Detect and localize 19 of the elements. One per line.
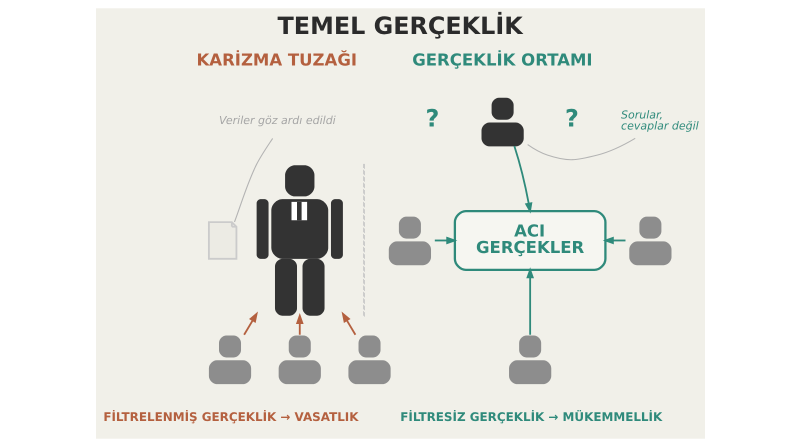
- label: FİLTRELENMİŞ GERÇEKLİK → VASATLIK: [102, 410, 358, 424]
- node-text: Veriler göz ardı edildi: [218, 114, 336, 128]
- node-text: Sorular, cevaplar değil: [620, 108, 698, 133]
- diagram-title: TEMEL GERÇEKLİK: [277, 12, 522, 40]
- connector: [526, 138, 635, 160]
- arrow: [602, 236, 625, 244]
- arrow: [434, 236, 457, 244]
- arrow: [526, 267, 534, 335]
- arrow: [242, 312, 258, 336]
- connector: [233, 138, 273, 222]
- arrow: [341, 312, 356, 336]
- node-label: ?: [425, 104, 439, 132]
- label: GERÇEKLİK ORTAMI: [412, 50, 592, 70]
- node-box: ACI GERÇEKLER: [453, 210, 606, 271]
- label: KARİZMA TUZAĞI: [196, 50, 357, 70]
- arrow: [513, 146, 532, 214]
- arrow: [295, 313, 304, 335]
- label: FİLTRESİZ GERÇEKLİK → MÜKEMMELLİK: [400, 410, 662, 424]
- node-label: ?: [564, 104, 578, 132]
